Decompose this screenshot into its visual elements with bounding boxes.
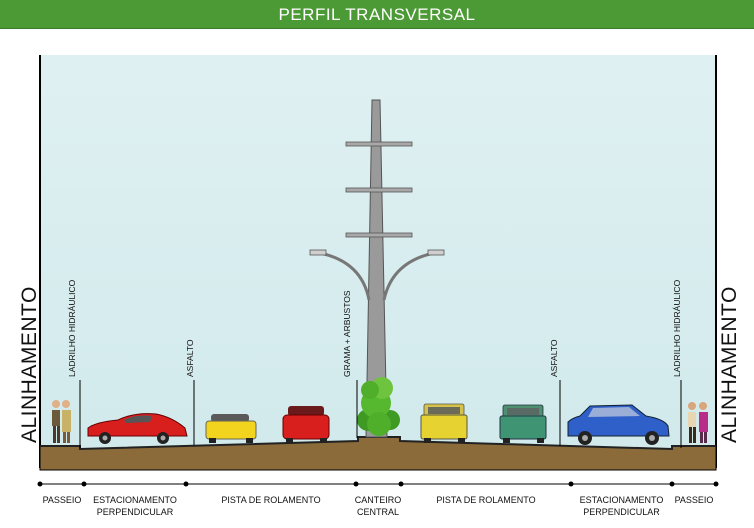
- alinhamento-label-right: ALINHAMENTO: [718, 286, 741, 443]
- segment-label-passeio-right: PASSEIO: [672, 494, 716, 506]
- dimension-tick: [81, 481, 87, 487]
- segment-text: ESTACIONAMENTO: [93, 495, 177, 505]
- segment-label-median: CANTEIRO CENTRAL: [348, 494, 408, 518]
- dimension-tick: [183, 481, 189, 487]
- segment-label-roadway-right: PISTA DE ROLAMENTO: [401, 494, 571, 506]
- left-paving-label: LADRILHO HIDRÁULICO: [67, 279, 77, 377]
- dimension-line: [37, 481, 719, 487]
- dimension-tick: [713, 481, 719, 487]
- car-front-red: [282, 406, 330, 443]
- segment-text: ESTACIONAMENTO: [579, 495, 664, 505]
- car-front-yellow: [205, 414, 257, 443]
- dimension-tick: [37, 481, 43, 487]
- right-asphalt-label: ASFALTO: [549, 339, 559, 377]
- car-rear-yellow: [420, 403, 468, 443]
- dimension-tick: [669, 481, 675, 487]
- left-asphalt-label: ASFALTO: [185, 339, 195, 377]
- segment-text: PASSEIO: [42, 495, 82, 505]
- parked-car-red: [87, 413, 188, 444]
- segment-text: PERPENDICULAR: [96, 507, 174, 517]
- segment-text: PERPENDICULAR: [583, 507, 660, 517]
- segment-label-roadway-left: PISTA DE ROLAMENTO: [186, 494, 356, 506]
- parked-suv-blue: [567, 404, 670, 445]
- segment-text: CANTEIRO: [354, 495, 402, 505]
- segment-label-parking-left: ESTACIONAMENTO PERPENDICULAR: [84, 494, 186, 518]
- pedestrians-right: [688, 402, 708, 443]
- dimension-tick: [398, 481, 404, 487]
- car-rear-green: [499, 404, 547, 443]
- page-title: PERFIL TRANSVERSAL: [278, 5, 476, 24]
- median-label: GRAMA + ARBUSTOS: [342, 290, 352, 377]
- dimension-tick: [353, 481, 359, 487]
- segment-text: CENTRAL: [356, 507, 399, 517]
- segment-label-passeio-left: PASSEIO: [40, 494, 84, 506]
- dimension-tick: [568, 481, 574, 487]
- median-tree: [357, 377, 400, 436]
- title-bar: PERFIL TRANSVERSAL: [0, 0, 754, 29]
- right-paving-label: LADRILHO HIDRÁULICO: [672, 279, 682, 377]
- alinhamento-label-left: ALINHAMENTO: [18, 286, 41, 443]
- segment-text: PISTA DE ROLAMENTO: [221, 495, 321, 505]
- pedestrians-left: [52, 400, 71, 443]
- segment-label-parking-right: ESTACIONAMENTO PERPENDICULAR: [571, 494, 672, 518]
- segment-text: PISTA DE ROLAMENTO: [436, 495, 536, 505]
- segment-text: PASSEIO: [674, 495, 714, 505]
- light-pole: [309, 99, 445, 438]
- ground: [39, 436, 717, 471]
